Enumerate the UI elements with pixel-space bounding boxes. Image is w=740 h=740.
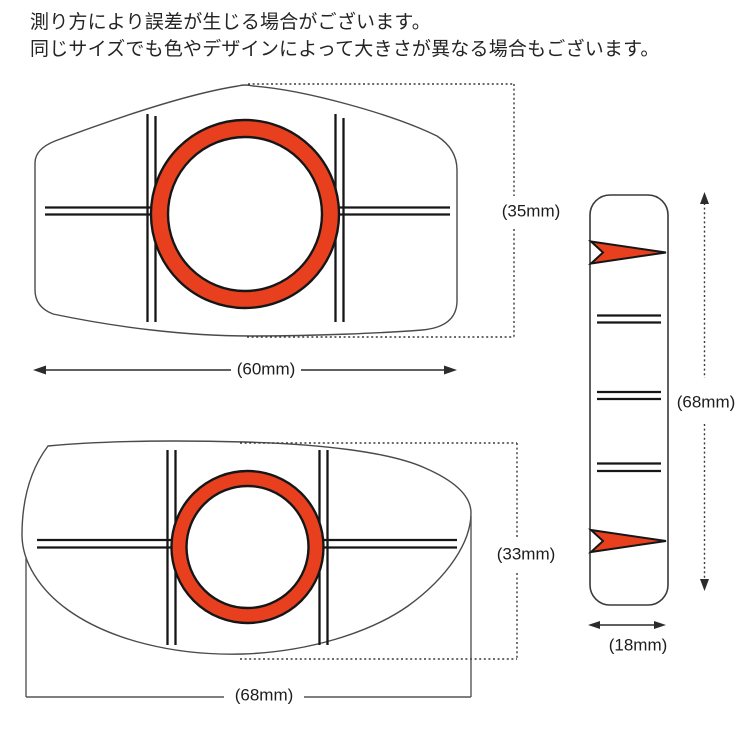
wide-marker-ring bbox=[170, 469, 325, 625]
arrow-up-icon bbox=[700, 192, 709, 204]
strip-sticker-figure bbox=[587, 194, 669, 606]
strip-sticker-height-label: (68mm) bbox=[676, 392, 736, 412]
wide-marker-height-label: (33mm) bbox=[496, 544, 556, 564]
large-marker-figure bbox=[34, 84, 458, 337]
measurement-note: 測り方により誤差が生じる場合がございます。 同じサイズでも色やデザインによって大… bbox=[30, 9, 660, 63]
wide-marker-dimension-lines bbox=[25, 442, 518, 698]
strip-sticker-width-label: (18mm) bbox=[608, 635, 668, 655]
wide-marker-figure bbox=[21, 440, 472, 655]
strip-bottom-dart-icon bbox=[587, 528, 667, 554]
large-marker-dimension-lines bbox=[33, 83, 515, 375]
large-marker-outline bbox=[34, 84, 458, 337]
arrow-left-icon bbox=[588, 621, 600, 629]
note-line-1: 測り方により誤差が生じる場合がございます。 bbox=[30, 12, 431, 33]
wide-marker-width-label: (68mm) bbox=[232, 685, 296, 706]
note-line-2: 同じサイズでも色やデザインによって大きさが異なる場合もございます。 bbox=[30, 39, 660, 60]
wide-marker-outline bbox=[21, 440, 472, 655]
strip-sticker-alignment-lines bbox=[597, 314, 661, 473]
strip-sticker-dimension-lines bbox=[588, 192, 709, 629]
arrow-down-icon bbox=[700, 579, 709, 591]
arrow-right-icon bbox=[654, 621, 666, 629]
wide-marker-alignment-lines bbox=[37, 450, 457, 645]
strip-top-dart-icon bbox=[587, 240, 667, 265]
large-marker-ring bbox=[149, 118, 341, 310]
large-marker-width-label: (60mm) bbox=[234, 359, 298, 380]
arrow-right-icon bbox=[444, 365, 457, 375]
arrow-left-icon bbox=[33, 365, 46, 375]
large-marker-height-label: (35mm) bbox=[501, 201, 561, 221]
